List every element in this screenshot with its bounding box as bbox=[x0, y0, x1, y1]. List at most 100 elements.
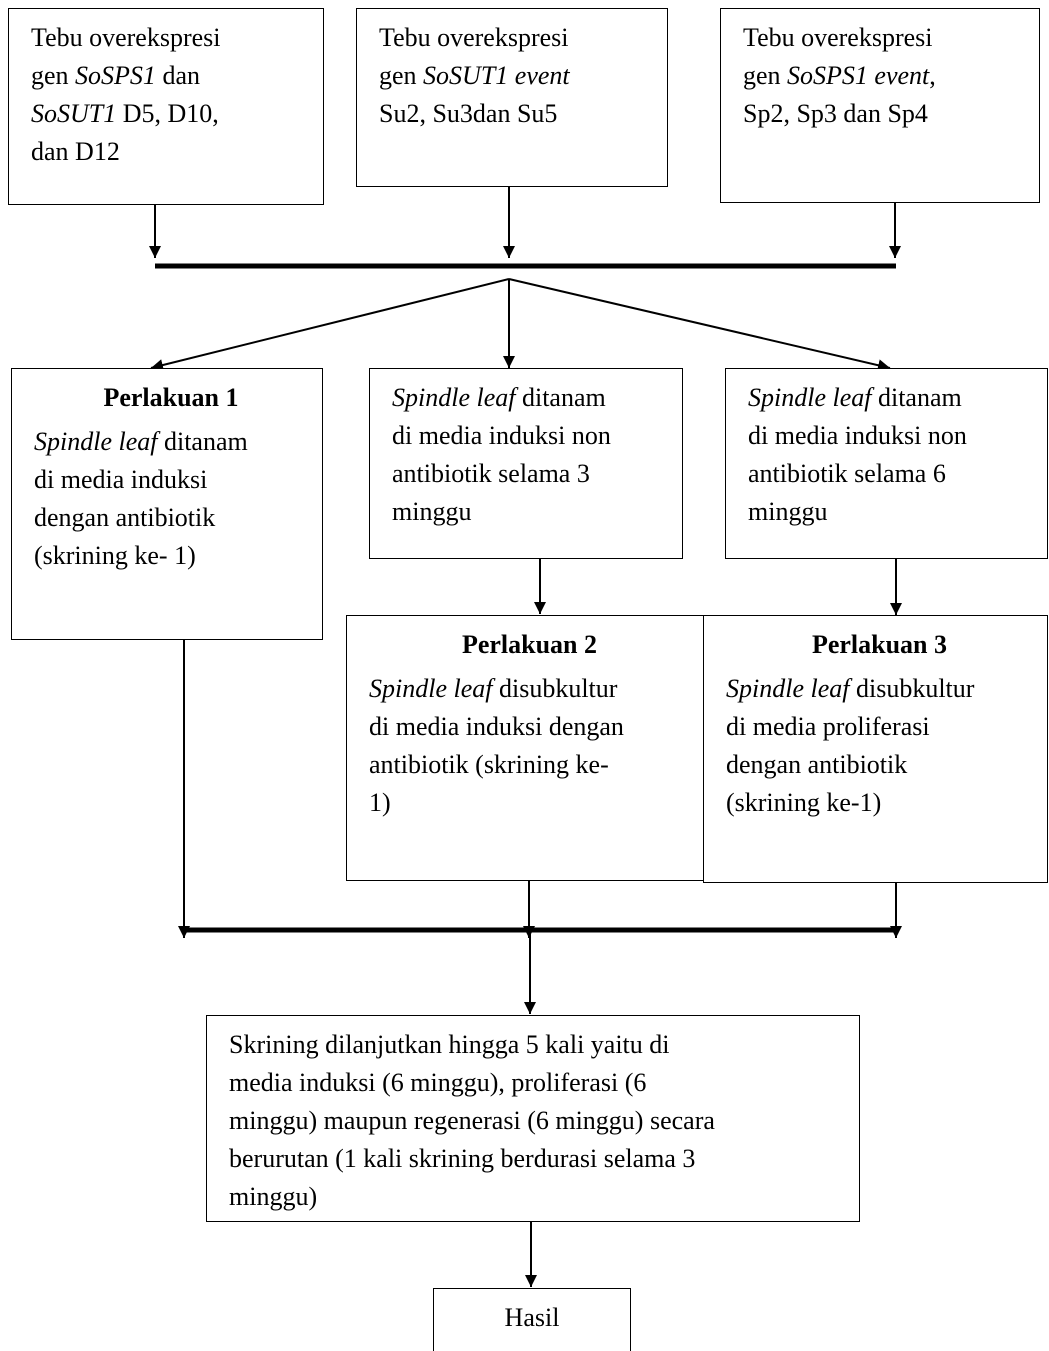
perlakuan-1-heading: Perlakuan 1 bbox=[103, 383, 239, 412]
text-run: minggu) maupun regenerasi (6 minggu) sec… bbox=[229, 1106, 715, 1135]
perlakuan-3-text: Spindle leaf disubkultur di media prolife… bbox=[726, 670, 1033, 822]
text-line: Tebu overekspresi bbox=[379, 19, 653, 57]
italic-text-run: SoSPS1 bbox=[75, 61, 156, 90]
text-run: D5, D10, bbox=[116, 99, 219, 128]
spindle-6-weeks-text: Spindle leaf ditanam di media induksi non… bbox=[748, 379, 1033, 531]
text-line: Su2, Su3dan Su5 bbox=[379, 95, 653, 133]
text-line: 1) bbox=[369, 784, 690, 822]
perlakuan-3-box: Perlakuan 3 Spindle leaf disubkultur di m… bbox=[703, 615, 1048, 883]
text-run: di media induksi dengan bbox=[369, 712, 624, 741]
italic-text-run: Spindle leaf bbox=[726, 674, 850, 703]
text-line: (skrining ke-1) bbox=[726, 784, 1033, 822]
italic-text-run: Spindle leaf bbox=[748, 383, 872, 412]
text-line: dengan antibiotik bbox=[34, 499, 308, 537]
text-run: gen bbox=[379, 61, 424, 90]
screening-continuation-text: Skrining dilanjutkan hingga 5 kali yaitu… bbox=[229, 1026, 845, 1216]
text-line: Tebu overekspresi bbox=[31, 19, 309, 57]
text-run: (skrining ke-1) bbox=[726, 788, 882, 817]
text-line: antibiotik selama 6 bbox=[748, 455, 1033, 493]
text-line: Spindle leaf disubkultur bbox=[369, 670, 690, 708]
spindle-6-weeks-box: Spindle leaf ditanam di media induksi non… bbox=[725, 368, 1048, 559]
text-run: dengan antibiotik bbox=[726, 750, 908, 779]
text-line: Skrining dilanjutkan hingga 5 kali yaitu… bbox=[229, 1026, 845, 1064]
text-line: dan D12 bbox=[31, 133, 309, 171]
text-run: disubkultur bbox=[849, 674, 975, 703]
perlakuan-2-heading: Perlakuan 2 bbox=[461, 630, 598, 659]
text-run: antibiotik (skrining ke- bbox=[369, 750, 609, 779]
text-run: antibiotik selama 6 bbox=[748, 459, 946, 488]
text-run: minggu) bbox=[229, 1182, 318, 1211]
text-line: berurutan (1 kali skrining berdurasi sel… bbox=[229, 1140, 845, 1178]
text-line: minggu) maupun regenerasi (6 minggu) sec… bbox=[229, 1102, 845, 1140]
text-run: ditanam bbox=[515, 383, 606, 412]
perlakuan-3-heading: Perlakuan 3 bbox=[811, 630, 948, 659]
text-run: dan bbox=[155, 61, 200, 90]
text-run: Skrining dilanjutkan hingga 5 kali yaitu… bbox=[229, 1030, 670, 1059]
text-run: Sp2, Sp3 dan Sp4 bbox=[743, 99, 928, 128]
text-line: di media induksi non bbox=[748, 417, 1033, 455]
text-line: Spindle leaf ditanam bbox=[34, 423, 308, 461]
perlakuan-2-text: Spindle leaf disubkultur di media induksi… bbox=[369, 670, 690, 822]
text-run: di media proliferasi bbox=[726, 712, 930, 741]
text-line: Spindle leaf ditanam bbox=[392, 379, 668, 417]
italic-text-run: SoSUT1 event bbox=[423, 61, 570, 90]
arrow-to-perlakuan1 bbox=[150, 278, 510, 371]
arrow-to-spindle-6 bbox=[508, 278, 891, 372]
text-line: minggu bbox=[748, 493, 1033, 531]
perlakuan-1-text: Spindle leaf ditanam di media induksi deng… bbox=[34, 423, 308, 575]
text-line: antibiotik (skrining ke- bbox=[369, 746, 690, 784]
text-run: Tebu overekspresi bbox=[743, 23, 933, 52]
text-run: , bbox=[929, 61, 936, 90]
text-line: di media proliferasi bbox=[726, 708, 1033, 746]
italic-text-run: SoSUT1 bbox=[31, 99, 117, 128]
text-run: di media induksi bbox=[34, 465, 208, 494]
text-run: gen bbox=[743, 61, 788, 90]
text-line: Tebu overekspresi bbox=[743, 19, 1025, 57]
text-run: 1) bbox=[369, 788, 391, 817]
text-run: di media induksi non bbox=[748, 421, 967, 450]
italic-text-run: Spindle leaf bbox=[392, 383, 516, 412]
text-run: dengan antibiotik bbox=[34, 503, 216, 532]
text-line: media induksi (6 minggu), proliferasi (6 bbox=[229, 1064, 845, 1102]
result-label: Hasil bbox=[504, 1303, 560, 1332]
text-line: Spindle leaf disubkultur bbox=[726, 670, 1033, 708]
text-line: dengan antibiotik bbox=[726, 746, 1033, 784]
text-line: minggu) bbox=[229, 1178, 845, 1216]
italic-text-run: SoSPS1 event bbox=[787, 61, 930, 90]
text-line: gen SoSUT1 event bbox=[379, 57, 653, 95]
text-run: disubkultur bbox=[492, 674, 618, 703]
text-line: minggu bbox=[392, 493, 668, 531]
text-run: media induksi (6 minggu), proliferasi (6 bbox=[229, 1068, 647, 1097]
text-line: di media induksi dengan bbox=[369, 708, 690, 746]
perlakuan-1-box: Perlakuan 1 Spindle leaf ditanam di media… bbox=[11, 368, 323, 640]
text-run: gen bbox=[31, 61, 76, 90]
text-line: antibiotik selama 3 bbox=[392, 455, 668, 493]
text-line: gen SoSPS1 event, bbox=[743, 57, 1025, 95]
text-line: SoSUT1 D5, D10, bbox=[31, 95, 309, 133]
result-box: Hasil bbox=[433, 1288, 631, 1351]
text-line: Sp2, Sp3 dan Sp4 bbox=[743, 95, 1025, 133]
text-run: dan D12 bbox=[31, 137, 120, 166]
text-run: berurutan (1 kali skrining berdurasi sel… bbox=[229, 1144, 696, 1173]
italic-text-run: Spindle leaf bbox=[34, 427, 158, 456]
italic-text-run: Spindle leaf bbox=[369, 674, 493, 703]
text-run: ditanam bbox=[871, 383, 962, 412]
text-run: minggu bbox=[392, 497, 472, 526]
text-line: Spindle leaf ditanam bbox=[748, 379, 1033, 417]
perlakuan-2-box: Perlakuan 2 Spindle leaf disubkultur di m… bbox=[346, 615, 705, 881]
screening-continuation-box: Skrining dilanjutkan hingga 5 kali yaitu… bbox=[206, 1015, 860, 1222]
text-run: Su2, Su3dan Su5 bbox=[379, 99, 558, 128]
text-run: Tebu overekspresi bbox=[379, 23, 569, 52]
text-run: (skrining ke- 1) bbox=[34, 541, 196, 570]
text-run: di media induksi non bbox=[392, 421, 611, 450]
text-run: minggu bbox=[748, 497, 828, 526]
spindle-3-weeks-text: Spindle leaf ditanam di media induksi non… bbox=[392, 379, 668, 531]
text-line: di media induksi non bbox=[392, 417, 668, 455]
